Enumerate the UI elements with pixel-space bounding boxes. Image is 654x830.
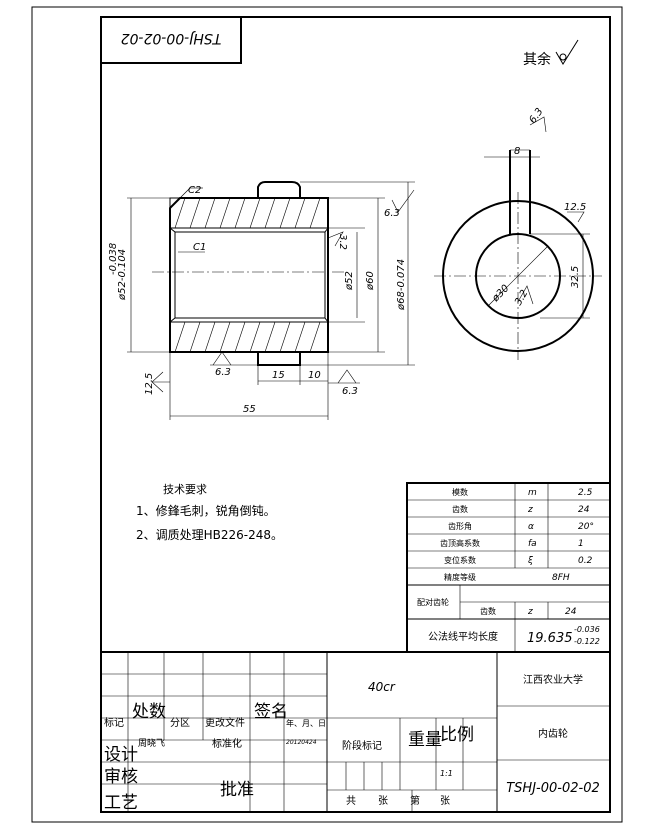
param-sym-2: z [527,505,533,515]
mating-gear-label: 配对齿轮 [417,597,449,607]
rotated-number-box [100,16,242,64]
param-val-4: 1 [578,539,584,549]
dim-325: 32.5 [570,266,581,288]
roughness-125-left: 12.5 [144,373,155,395]
tb-sign: 签名 [254,702,288,722]
len-15: 15 [272,370,285,381]
tb-sheet: 张 [440,795,450,807]
tb-scale-val: 1:1 [440,769,453,778]
mating-teeth-label: 齿数 [480,606,496,616]
param-name-2: 齿数 [452,504,468,514]
param-val-5: 0.2 [578,556,593,566]
tb-change-doc: 更改文件 [205,716,245,729]
tech-title: 技术要求 [163,483,207,496]
tb-date: 年、月、日 [286,718,326,728]
roughness-other-symbol [555,39,579,65]
param-sym-1: m [528,488,537,498]
param-name-4: 齿顶高系数 [440,538,480,548]
tb-approve: 批准 [220,780,254,800]
accuracy-val: 8FH [552,573,570,583]
tb-designer-name: 周晓飞 [138,737,165,749]
title-block [100,651,611,813]
dia-60: ø60 [365,271,376,291]
common-normal-tol-up: -0.036 [574,625,600,634]
roughness-63-top: 6.3 [384,208,400,219]
roughness-63-bottom: 6.3 [215,367,231,378]
tb-page: 第 [410,794,420,807]
param-sym-5: ξ [527,556,534,566]
keyway-width: 8 [514,146,520,157]
front-body-outline [169,197,329,353]
dia-inner: ø30 [490,283,512,305]
dia-outer-left-tol: -0.038 [108,243,119,275]
hatch-top-area [169,197,329,229]
tech-item-1: 1、修鋒毛刺，锐角倒钝。 [136,503,276,518]
hub-top [257,181,301,198]
param-val-3: 20° [578,522,594,532]
param-val-2: 24 [578,505,590,515]
roughness-63-side: 6.3 [527,106,545,125]
roughness-32-front: 3.2 [337,234,348,250]
side-view: 8 6.3 12.5 32.5 ø30 3.2 [434,106,602,360]
chamfer-c2: C2 [188,185,201,196]
tb-mark: 标记 [104,717,124,729]
inner-frame [100,16,611,813]
param-name-5: 变位系数 [444,555,476,565]
tb-weight: 重量 [408,730,442,750]
tb-review: 审核 [104,767,138,787]
chamfer-c1: C1 [193,242,206,253]
param-name-1: 模数 [452,487,468,497]
hatch-bottom-area [169,321,329,353]
hub-bottom [257,352,301,366]
tb-scale: 比例 [440,725,474,745]
len-55: 55 [243,404,256,415]
drawing-no: TSHJ-00-02-02 [506,781,600,796]
tb-sign-date: 20120424 [286,739,317,746]
roughness-32-side: 3.2 [513,288,530,307]
outer-border [31,6,623,823]
tb-process: 工艺 [104,793,138,813]
part-name: 内齿轮 [538,727,568,740]
len-10: 10 [308,370,321,381]
roughness-125-side: 12.5 [564,202,586,213]
param-sym-3: α [528,522,534,532]
dia-68: ø68-0.074 [396,259,407,311]
roughness-63-bottom2: 6.3 [342,386,358,397]
tb-zone: 分区 [170,717,190,729]
mating-val: 24 [565,607,577,617]
common-normal-val: 19.635 [527,631,573,646]
param-name-3: 齿形角 [448,521,472,531]
tb-count: 处数 [132,702,166,722]
common-normal-tol-low: -0.122 [574,637,600,646]
school: 江西农业大学 [523,673,583,686]
dia-outer-left: ø52-0.104 [117,249,128,301]
tb-sheets: 张 [378,795,388,807]
mating-sym: z [527,607,533,617]
material: 40cr [368,680,396,694]
tb-stage-mark: 阶段标记 [342,739,382,752]
tech-item-2: 2、调质处理HB226-248。 [136,528,283,542]
tb-standardize: 标准化 [212,737,242,750]
tb-total: 共 [346,795,356,807]
tb-designer-label: 设计 [104,745,138,765]
accuracy-label: 精度等级 [444,572,476,582]
hatch-lines-bottom [174,321,321,353]
hatch-lines-top [174,197,321,229]
common-normal-label: 公法线平均长度 [428,630,498,643]
front-view: C2 C1 ø52-0.104 -0.038 ø52 ø60 ø68-0.074… [108,181,415,420]
param-val-1: 2.5 [578,488,593,498]
rotated-drawing-number: TSHJ-00-02-02 [121,30,222,46]
dia-bore: ø52 [344,271,355,291]
param-sym-4: fa [528,539,537,549]
roughness-other-label: 其余 [523,51,551,68]
